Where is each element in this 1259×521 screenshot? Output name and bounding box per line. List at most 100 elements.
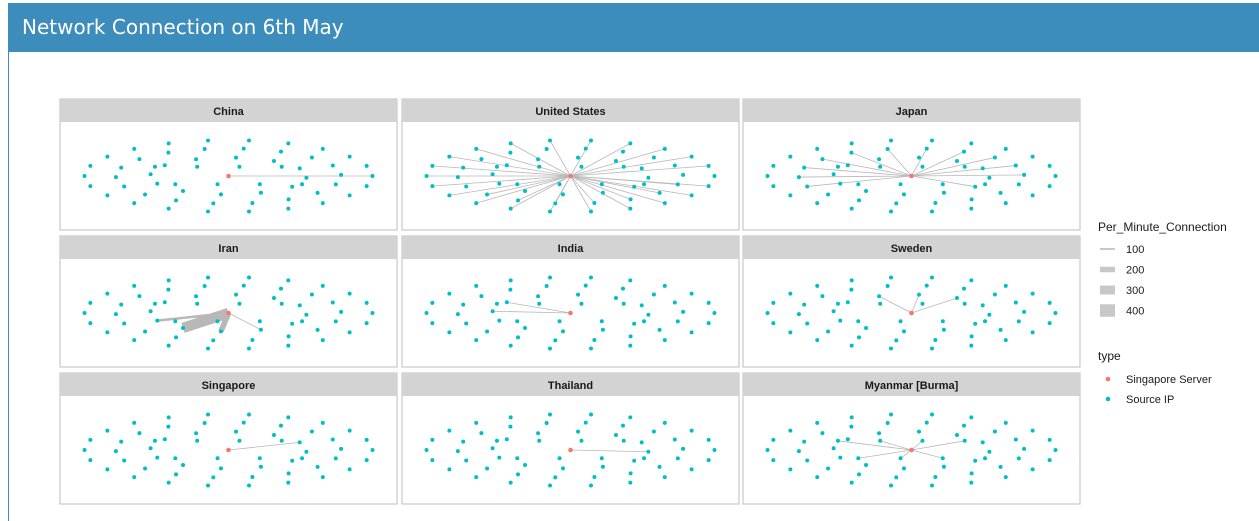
source-ip-node bbox=[675, 456, 680, 461]
source-ip-node bbox=[181, 188, 186, 193]
source-ip-node bbox=[320, 146, 325, 151]
source-ip-node bbox=[613, 159, 618, 164]
source-ip-node bbox=[516, 472, 521, 477]
source-ip-node bbox=[497, 181, 502, 186]
source-ip-node bbox=[579, 438, 584, 443]
source-ip-node bbox=[706, 458, 711, 463]
source-ip-node bbox=[628, 278, 633, 283]
source-ip-node bbox=[246, 346, 251, 351]
source-ip-node bbox=[657, 464, 662, 469]
source-ip-node bbox=[983, 182, 988, 187]
source-ip-node bbox=[662, 201, 667, 206]
source-ip-node bbox=[592, 474, 597, 479]
facet-united-states: United States bbox=[401, 98, 740, 231]
source-ip-node bbox=[954, 433, 959, 438]
source-ip-node bbox=[333, 456, 338, 461]
source-ip-node bbox=[933, 200, 938, 205]
source-ip-node bbox=[864, 325, 869, 330]
source-ip-node bbox=[646, 449, 651, 454]
source-ip-node bbox=[250, 337, 255, 342]
edge-line bbox=[506, 301, 571, 314]
edge-line bbox=[837, 440, 912, 451]
source-ip-node bbox=[889, 483, 894, 488]
source-ip-node bbox=[548, 275, 553, 280]
edge-line bbox=[880, 440, 912, 451]
source-ip-node bbox=[1003, 201, 1008, 206]
edge-line bbox=[911, 174, 1025, 177]
facet-thailand: Thailand bbox=[401, 372, 740, 505]
source-ip-node bbox=[628, 480, 633, 485]
source-ip-node bbox=[339, 172, 344, 177]
source-ip-node bbox=[877, 157, 882, 162]
source-ip-node bbox=[576, 292, 581, 297]
source-ip-node bbox=[889, 275, 894, 280]
source-ip-node bbox=[215, 182, 220, 187]
source-ip-node bbox=[796, 449, 801, 454]
source-ip-node bbox=[992, 155, 997, 160]
source-ip-node bbox=[835, 164, 840, 169]
singapore-server-node bbox=[568, 310, 573, 316]
source-ip-node bbox=[166, 150, 171, 155]
source-ip-node bbox=[771, 458, 776, 463]
source-ip-node bbox=[194, 157, 199, 162]
source-ip-node bbox=[320, 201, 325, 206]
source-ip-node bbox=[508, 278, 513, 283]
source-ip-node bbox=[148, 446, 153, 451]
source-ip-node bbox=[290, 458, 295, 463]
source-ip-node bbox=[835, 438, 840, 443]
source-ip-node bbox=[206, 346, 211, 351]
source-ip-node bbox=[901, 466, 906, 471]
source-ip-node bbox=[508, 150, 513, 155]
edge-line bbox=[554, 175, 571, 204]
source-ip-node bbox=[765, 448, 770, 452]
source-ip-node bbox=[330, 163, 335, 168]
singapore-server-node bbox=[909, 310, 914, 316]
source-ip-node bbox=[548, 209, 553, 214]
facet-iran: Iran bbox=[59, 235, 398, 368]
source-ip-node bbox=[174, 335, 179, 340]
source-ip-node bbox=[479, 294, 484, 299]
edge-line bbox=[911, 294, 920, 314]
source-ip-node bbox=[479, 431, 484, 436]
source-ip-node bbox=[119, 439, 124, 444]
source-ip-node bbox=[831, 309, 836, 314]
source-ip-node bbox=[515, 456, 520, 461]
source-ip-node bbox=[516, 335, 521, 340]
source-ip-node bbox=[576, 429, 581, 434]
singapore-server-node bbox=[909, 173, 914, 179]
source-ip-node bbox=[88, 321, 93, 326]
source-ip-node bbox=[82, 311, 87, 315]
source-ip-node bbox=[152, 438, 157, 443]
source-ip-node bbox=[430, 163, 435, 168]
source-ip-node bbox=[430, 184, 435, 189]
source-ip-node bbox=[508, 206, 513, 211]
source-ip-node bbox=[1053, 174, 1058, 178]
source-ip-node bbox=[815, 283, 820, 288]
source-ip-node bbox=[497, 455, 502, 460]
legend-type-label: Source IP bbox=[1126, 394, 1174, 406]
source-ip-node bbox=[962, 164, 967, 169]
source-ip-node bbox=[508, 287, 513, 292]
source-ip-node bbox=[628, 141, 633, 146]
source-ip-node bbox=[941, 327, 946, 332]
source-ip-node bbox=[105, 291, 110, 296]
source-ip-node bbox=[271, 433, 276, 438]
source-ip-node bbox=[195, 301, 200, 306]
edge-line bbox=[181, 308, 231, 333]
source-ip-node bbox=[246, 483, 251, 488]
source-ip-node bbox=[1047, 321, 1052, 326]
edge-line bbox=[570, 148, 665, 177]
facet-japan: Japan bbox=[742, 98, 1081, 231]
source-ip-node bbox=[105, 154, 110, 159]
edge-line bbox=[432, 175, 571, 187]
source-ip-node bbox=[924, 420, 929, 425]
edge-line bbox=[476, 175, 571, 204]
source-ip-node bbox=[962, 438, 967, 443]
source-ip-node bbox=[370, 174, 375, 178]
source-ip-node bbox=[286, 343, 291, 348]
source-ip-node bbox=[980, 166, 985, 171]
edge-line bbox=[887, 148, 912, 177]
source-ip-node bbox=[339, 309, 344, 314]
source-ip-node bbox=[954, 159, 959, 164]
source-ip-node bbox=[588, 346, 593, 351]
